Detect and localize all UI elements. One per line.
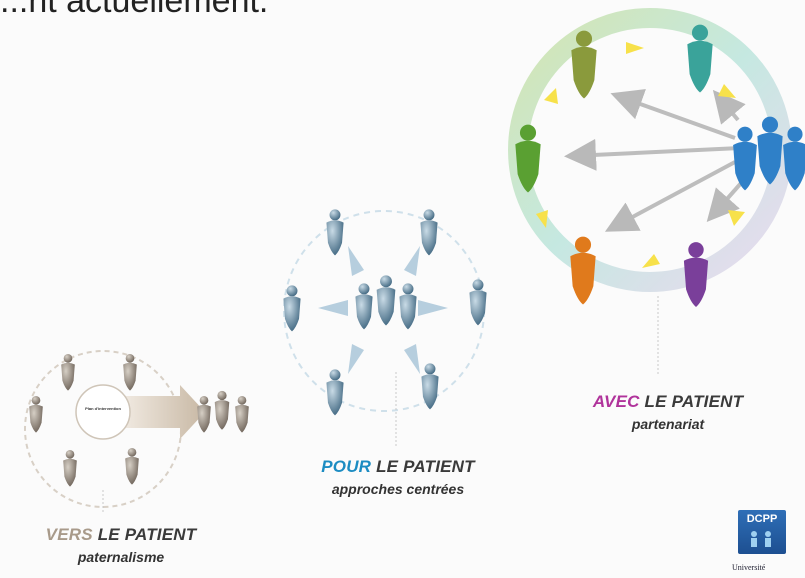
avec-group [508,8,805,376]
pour-arrow-left [318,300,348,316]
vers-word: VERS [45,525,93,544]
dcpp-logo-text: DCPP [746,513,778,525]
dcpp-logo-figures [751,531,771,547]
avec-yellow-arrow-2 [718,84,736,98]
avec-person-purple [683,242,709,307]
pour-person-5 [326,369,344,416]
header-partial-text: ...nt actuellement. [0,0,269,20]
avec-yellow-arrow-3 [728,210,745,226]
vers-person-1 [61,354,75,391]
dcpp-logo: DCPP [738,510,786,554]
pour-arrow-top-left [348,246,364,276]
vers-person-4 [63,450,77,487]
pour-person-1 [326,209,344,256]
avec-subtitle: partenariat [631,416,705,432]
avec-gray-arrows [564,89,746,232]
pour-patient-person-3 [399,283,417,330]
avec-arrow-to-top [712,89,746,125]
university-label: Université [732,563,766,572]
vers-center-label: Plan d'intervention [85,406,121,411]
pour-rest: LE PATIENT [376,457,475,476]
pour-arrow-bottom-right [404,344,420,374]
avec-yellow-arrow-4 [642,254,660,268]
avec-yellow-arrow-1 [626,42,644,54]
pour-person-2 [420,209,438,256]
pour-caption: POUR LE PATIENT approches centrées [298,457,498,497]
avec-arrow-to-bottom [706,180,744,222]
avec-yellow-arrows [536,42,745,268]
avec-yellow-arrow-5 [536,210,548,228]
avec-caption: AVEC LE PATIENT partenariat [568,392,768,432]
avec-word: AVEC [592,392,640,411]
pour-arrow-right [418,300,448,316]
vers-patient-person-2 [214,390,230,430]
avec-patient-person-1 [733,126,757,191]
avec-arrow-to-lower-left [604,160,736,232]
vers-center-disc [75,384,131,440]
vers-caption: VERS LE PATIENT paternalisme [26,525,216,565]
pour-patient-person-2 [376,275,396,326]
vers-person-2 [123,354,137,391]
pour-word: POUR [321,457,372,476]
avec-arrow-to-left [564,138,741,171]
vers-patient-person-1 [197,396,211,433]
avec-rest: LE PATIENT [644,392,744,411]
vers-person-3 [29,396,43,433]
pour-group [283,209,487,446]
pour-person-4 [469,279,487,326]
vers-patient-person-3 [235,396,249,433]
vers-person-5 [125,448,139,485]
vers-group: Plan d'intervention [24,350,249,512]
pour-subtitle: approches centrées [331,481,465,497]
pour-arrow-bottom-left [348,344,364,374]
vers-big-arrow [126,385,205,439]
pour-patient-person-1 [355,283,373,330]
vers-rest: LE PATIENT [97,525,197,544]
avec-yellow-arrow-6 [544,88,558,104]
avec-arrow-to-upper-left [610,89,736,140]
vers-subtitle: paternalisme [77,549,165,565]
pour-arrow-top-right [404,246,420,276]
